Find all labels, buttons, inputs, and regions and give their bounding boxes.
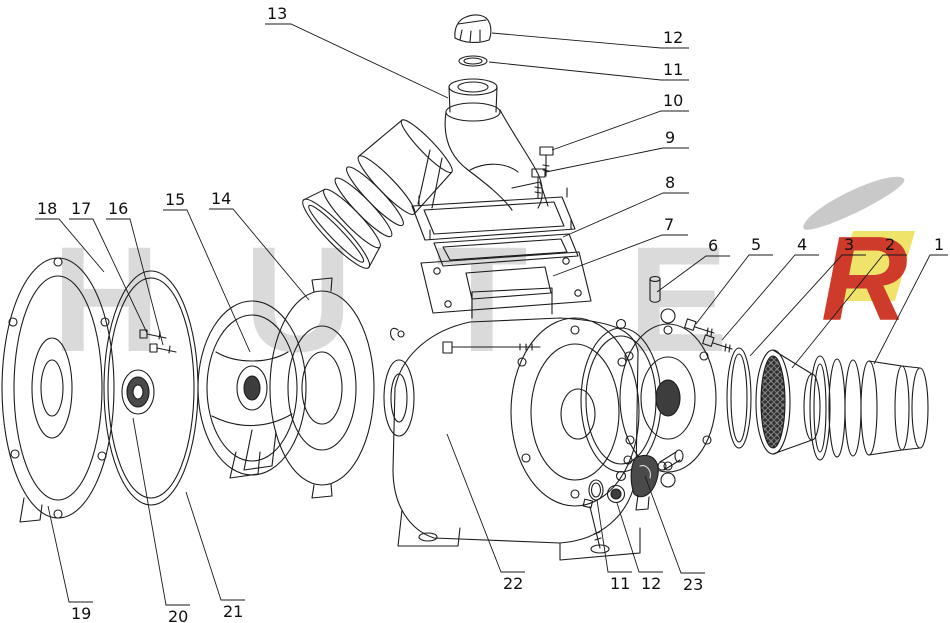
part-tank-cap	[454, 14, 492, 43]
part-washer-bottom	[588, 479, 604, 501]
callout-6-7: 6	[708, 236, 719, 255]
part-o-ring	[726, 347, 752, 449]
part-pump-cover	[1, 257, 115, 523]
callout-9-4: 9	[665, 128, 676, 147]
part-flange-cover	[619, 308, 717, 488]
watermark-letter: T	[436, 215, 528, 383]
callout-21-20: 21	[223, 602, 244, 621]
watermark-letter: E	[628, 215, 729, 383]
callout-22-21: 22	[503, 574, 524, 593]
leader-line-1-12	[873, 254, 948, 365]
part-knob	[630, 454, 659, 511]
callout-17-14: 17	[71, 199, 92, 218]
part-seal-housing	[243, 277, 375, 499]
callout-13-0: 13	[267, 4, 288, 23]
callout-12-23: 12	[641, 574, 662, 593]
callout-7-6: 7	[664, 215, 675, 234]
part-elbow-body	[417, 109, 549, 211]
leader-line-19-18	[47, 505, 93, 603]
leader-line-22-21	[446, 433, 525, 573]
callout-23-24: 23	[683, 575, 704, 594]
leader-line-9-4	[545, 147, 689, 173]
leader-line-5-8	[695, 254, 773, 325]
leader-line-6-7	[656, 255, 730, 293]
leader-line-12-1	[491, 32, 689, 49]
callout-8-5: 8	[665, 173, 676, 192]
leader-line-4-9	[721, 254, 819, 341]
leader-line-21-20	[185, 491, 245, 601]
leader-line-11-2	[488, 61, 689, 81]
leader-line-17-14	[69, 218, 148, 334]
leader-line-7-6	[552, 234, 688, 277]
part-gasket	[433, 233, 579, 267]
leader-line-12-23	[616, 502, 663, 573]
part-drain-elbow	[657, 449, 684, 471]
part-impeller	[197, 300, 307, 479]
part-bolt-9	[531, 168, 546, 199]
leader-line-3-10	[749, 254, 866, 357]
brand-logo: R	[795, 167, 940, 339]
leader-line-14-17	[209, 208, 310, 301]
callout-15-16: 15	[165, 190, 186, 209]
callout-4-9: 4	[797, 235, 808, 254]
part-bolt-16	[149, 343, 177, 354]
callout-20-19: 20	[168, 607, 189, 623]
part-mounting-flange	[411, 187, 576, 241]
leader-line-16-15	[106, 218, 164, 346]
part-bolt-10	[539, 146, 554, 177]
callout-19-18: 19	[71, 604, 92, 623]
part-flange-plate	[420, 251, 592, 314]
part-hose-coupling-discharge	[809, 355, 929, 461]
part-mechanical-seal	[121, 369, 155, 415]
callout-12-1: 12	[663, 28, 684, 47]
part-bolt-4	[702, 334, 733, 353]
callout-10-3: 10	[663, 91, 684, 110]
leader-line-18-13	[35, 218, 105, 273]
leader-line-8-5	[562, 192, 689, 238]
leader-line-23-24	[644, 475, 705, 574]
part-hose-coupling-suction	[302, 119, 453, 269]
leader-line-15-16	[163, 209, 251, 353]
leader-line-2-11	[791, 254, 907, 369]
callout-2-11: 2	[885, 235, 896, 254]
leader-line-20-19	[132, 417, 190, 606]
callout-5-8: 5	[751, 235, 762, 254]
callout-14-17: 14	[211, 189, 232, 208]
callout-11-22: 11	[610, 574, 631, 593]
part-pump-body	[383, 287, 641, 561]
leader-line-10-3	[551, 110, 689, 151]
part-stud-bolt	[442, 341, 541, 354]
logo-red-letter: R	[821, 212, 908, 346]
part-bolt-5	[684, 318, 715, 337]
callout-1-12: 1	[934, 235, 945, 254]
callout-3-10: 3	[844, 235, 855, 254]
leader-line-11-22	[596, 499, 632, 573]
part-discharge-pipe-assembly	[302, 14, 576, 269]
callout-16-15: 16	[108, 199, 129, 218]
part-sealing-ring-top	[458, 55, 488, 67]
part-drain-plug	[606, 484, 626, 504]
callout-11-2: 11	[663, 60, 684, 79]
callout-18-13: 18	[37, 199, 58, 218]
leader-line-13-0	[265, 23, 449, 99]
watermark-letter: U	[244, 215, 353, 383]
part-drain-stud	[582, 498, 602, 549]
